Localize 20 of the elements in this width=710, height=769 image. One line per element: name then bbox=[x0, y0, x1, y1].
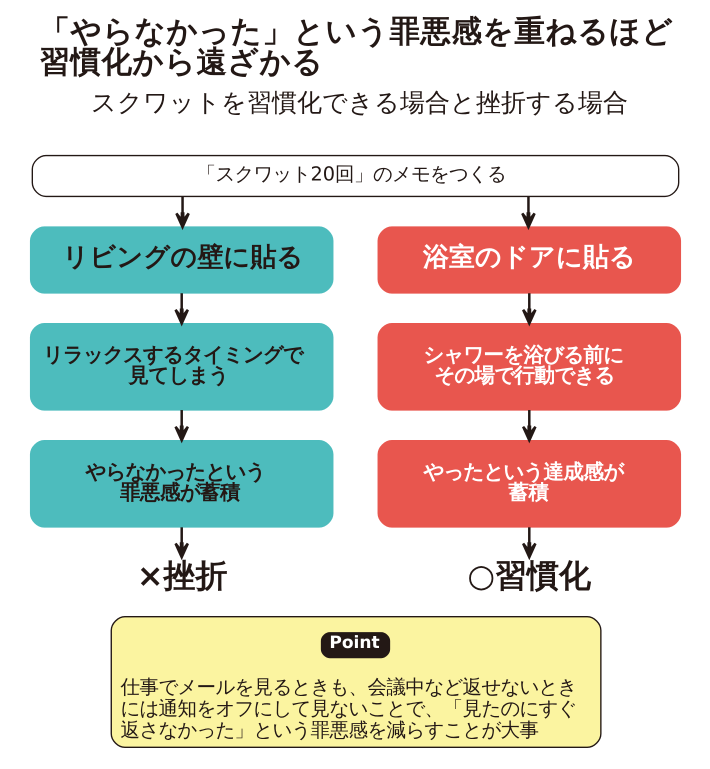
node-box: やらなかったという罪悪感が蓄積 bbox=[29, 439, 333, 528]
node-box: リラックスするタイミングで見てしまう bbox=[29, 322, 333, 410]
arrow bbox=[174, 526, 189, 558]
node-box: シャワーを浴びる前にその場で行動できる bbox=[377, 322, 681, 410]
diagram-title: 「やらなかった」という罪悪感を重ねるほど習慣化から遠ざかる bbox=[39, 14, 674, 80]
arrow bbox=[521, 292, 536, 324]
arrow bbox=[174, 196, 190, 228]
arrow bbox=[521, 526, 536, 558]
node-text: ×挫折 bbox=[136, 557, 227, 594]
node-box: Point bbox=[320, 632, 390, 658]
node-box: 「スクワット20回」のメモをつくる bbox=[31, 154, 679, 197]
arrow bbox=[521, 410, 536, 442]
arrow bbox=[520, 196, 536, 228]
node-box: やったという達成感が蓄積 bbox=[377, 439, 681, 528]
arrow bbox=[174, 292, 189, 324]
node-box: 浴室のドアに貼る bbox=[377, 226, 681, 294]
node-box: リビングの壁に貼る bbox=[29, 226, 333, 294]
node-text: ○習慣化 bbox=[466, 557, 591, 594]
arrow bbox=[174, 410, 189, 442]
label: スクワットを習慣化できる場合と挫折する場合 bbox=[90, 87, 628, 116]
